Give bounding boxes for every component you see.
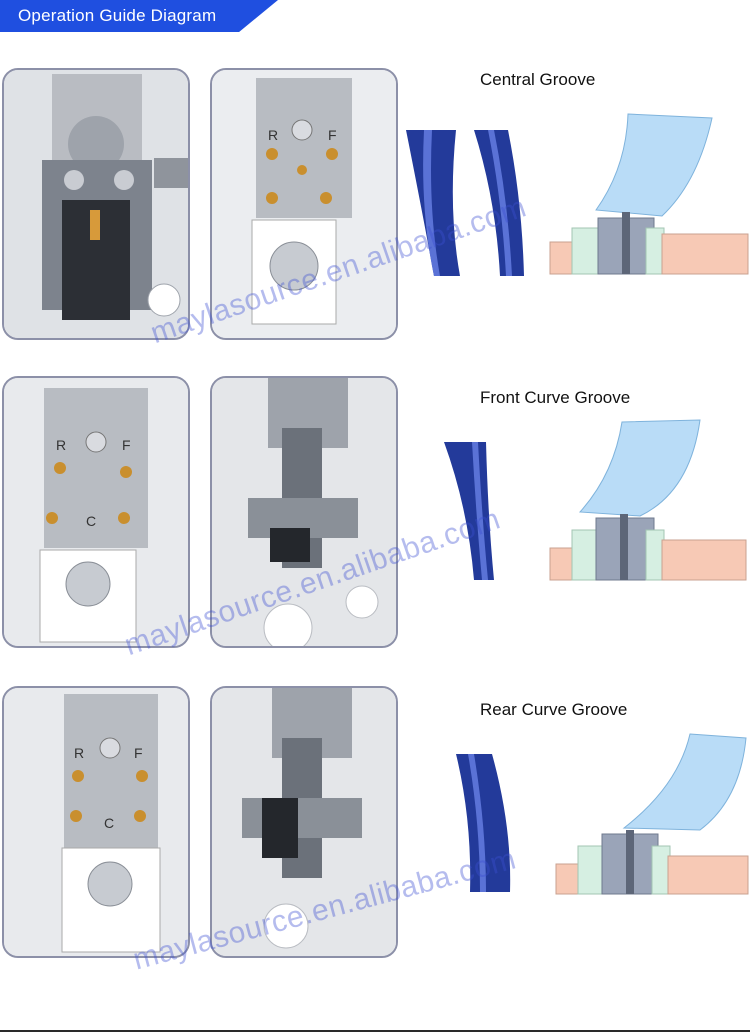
lens-shape xyxy=(595,113,713,217)
central-groove-diagram xyxy=(406,113,749,276)
lens-groove xyxy=(468,754,486,892)
machine-photo-side-view xyxy=(210,686,398,958)
wheel-right-peach xyxy=(661,539,747,581)
machine-photo-front-view-graphic: R F xyxy=(212,70,396,338)
groove-title: Rear Curve Groove xyxy=(480,700,628,719)
machine-photo-side-view-graphic xyxy=(212,688,396,956)
machine-photo-side-view xyxy=(210,376,398,648)
machine-photo-top-view-graphic: R F C xyxy=(4,378,188,646)
header-title: Operation Guide Diagram xyxy=(18,6,217,25)
wheel-right-green xyxy=(645,529,665,581)
lens-profile-2 xyxy=(474,130,524,276)
label-r: R xyxy=(74,745,84,761)
wheel-right-peach xyxy=(667,855,749,895)
machine-photo-front-view: R F xyxy=(210,68,398,340)
lens-shape xyxy=(578,419,701,517)
machine-photo-top-view: R F C xyxy=(2,686,190,958)
lens-profile xyxy=(456,754,511,892)
label-r: R xyxy=(56,437,66,453)
machine-photo-top-view xyxy=(2,68,190,340)
label-f: F xyxy=(122,437,131,453)
groove-title: Central Groove xyxy=(480,70,596,89)
wheel-right-peach xyxy=(661,233,749,275)
machine-photo-side-view-graphic xyxy=(212,378,396,646)
wheel-right-green xyxy=(651,845,671,895)
rear-curve-groove-diagram xyxy=(456,733,749,895)
label-r: R xyxy=(268,127,278,143)
wheel-groove xyxy=(626,830,634,894)
front-curve-groove-diagram xyxy=(444,419,747,581)
lens-groove-1 xyxy=(423,130,440,276)
machine-photo-top-view: R F C xyxy=(2,376,190,648)
lens-shape xyxy=(622,733,747,831)
label-f: F xyxy=(328,127,337,143)
label-c: C xyxy=(104,815,114,831)
wheel-groove xyxy=(622,212,630,274)
machine-photo-top-view-graphic xyxy=(4,70,188,338)
label-f: F xyxy=(134,745,143,761)
lens-groove-2 xyxy=(488,130,512,276)
groove-title: Front Curve Groove xyxy=(480,388,631,407)
lens-groove xyxy=(472,442,488,580)
lens-profile xyxy=(444,442,494,580)
machine-photo-top-view-graphic: R F C xyxy=(4,688,188,956)
header-banner: Operation Guide Diagram xyxy=(0,0,278,32)
bottom-divider xyxy=(0,1030,750,1032)
wheel-groove xyxy=(620,514,628,580)
wheel-right-green xyxy=(645,227,665,275)
label-c: C xyxy=(86,513,96,529)
lens-profile-1 xyxy=(406,130,460,276)
